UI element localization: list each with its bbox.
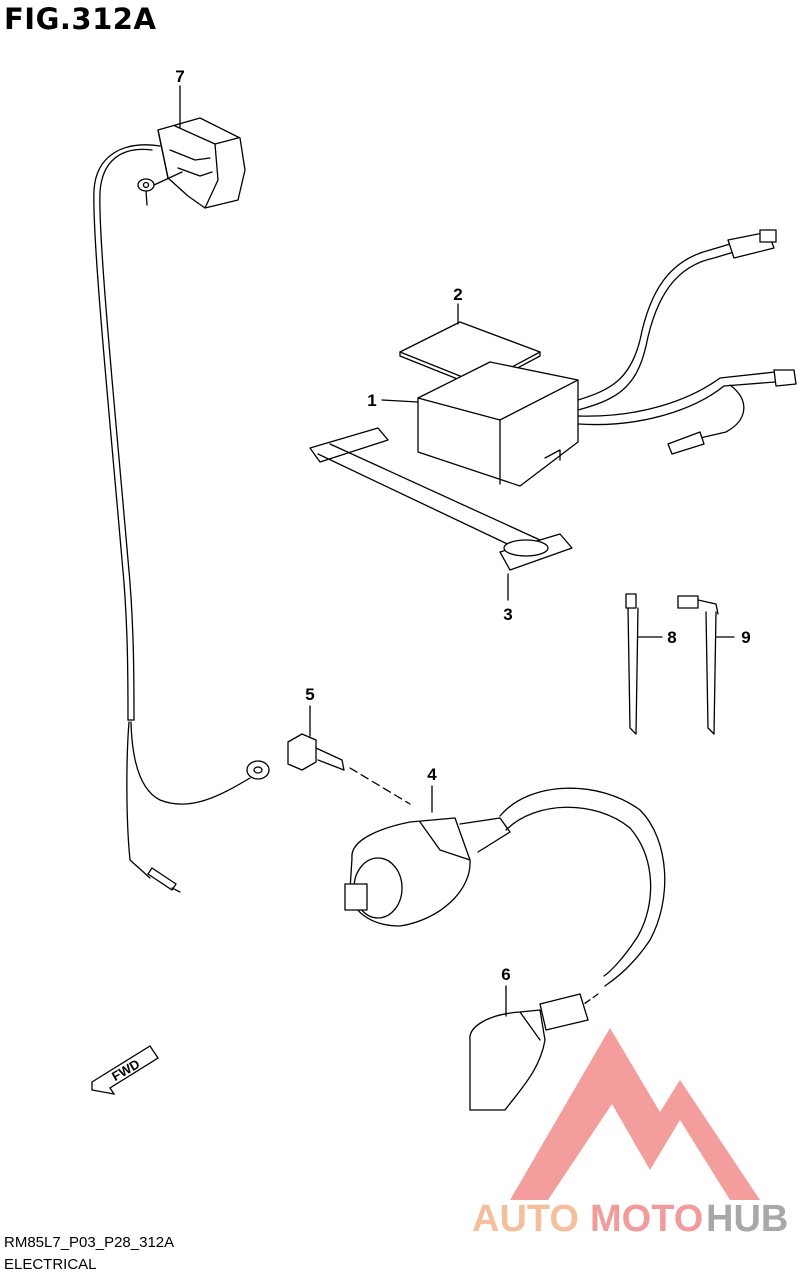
watermark-hub: HUB bbox=[706, 1198, 788, 1240]
callout-8: 8 bbox=[667, 628, 676, 647]
part-8-cable-tie bbox=[625, 593, 639, 735]
figure-name: ELECTRICAL bbox=[4, 1256, 97, 1273]
part-1-cdi-unit bbox=[417, 229, 797, 487]
figure-title: FIG.312A bbox=[4, 2, 157, 36]
watermark-triangle-icon bbox=[510, 1028, 760, 1200]
part-5-bolt bbox=[287, 733, 411, 805]
watermark-moto: MOTO bbox=[590, 1198, 703, 1240]
callout-1: 1 bbox=[367, 391, 376, 410]
part-7-kill-switch bbox=[93, 117, 270, 893]
part-3-strap bbox=[309, 427, 573, 571]
callout-6: 6 bbox=[501, 965, 510, 984]
callout-3: 3 bbox=[503, 605, 512, 624]
part-4-ignition-coil bbox=[344, 787, 666, 1005]
fwd-direction-arrow: FWD bbox=[91, 1045, 159, 1095]
callout-2: 2 bbox=[453, 285, 462, 304]
callout-4: 4 bbox=[427, 765, 437, 784]
watermark-logo: AUTO MOTO HUB bbox=[472, 1028, 788, 1240]
callout-5: 5 bbox=[305, 685, 314, 704]
part-9-cable-tie bbox=[677, 595, 719, 735]
part-6-plug-cap bbox=[469, 993, 589, 1111]
callout-9: 9 bbox=[741, 628, 750, 647]
figure-code: RM85L7_P03_P28_312A bbox=[4, 1234, 175, 1251]
watermark-auto: AUTO bbox=[472, 1198, 579, 1240]
callout-7: 7 bbox=[175, 67, 184, 86]
leader-lines bbox=[179, 85, 735, 1017]
callouts: 7 2 1 3 8 9 5 4 6 bbox=[175, 67, 750, 984]
